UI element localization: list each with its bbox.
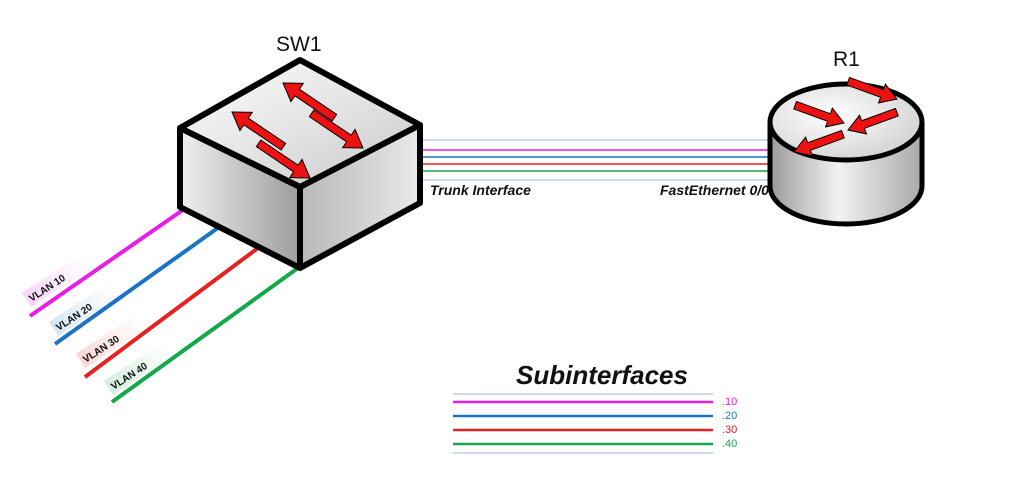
vlan-tag-background: [104, 341, 174, 396]
vlan-tag-40: VLAN 40: [104, 341, 174, 396]
switch-name-label: SW1: [276, 33, 322, 56]
legend-value-30: .30: [722, 424, 737, 436]
legend-value-20: .20: [722, 410, 737, 422]
router-name-label: R1: [833, 48, 860, 71]
vlan-tag-20: VLAN 20: [49, 282, 119, 337]
switch-arrow: [282, 82, 338, 122]
switch-arrow: [255, 139, 311, 179]
router-arrow: [793, 100, 845, 128]
vlan-20-link: [53, 223, 224, 346]
legend-title: Subinterfaces: [516, 360, 688, 390]
router-arrow: [847, 107, 899, 135]
vlan-40-link: [110, 266, 300, 404]
access-links: [28, 203, 300, 404]
router-arrow: [793, 129, 845, 157]
vlan-10-link: [28, 203, 192, 318]
layer2-switch-icon: [177, 57, 423, 271]
vlan-tag-background: [49, 282, 119, 337]
vlan-30-link: [83, 246, 260, 379]
vlan-tag-background: [22, 253, 92, 308]
router-r1[interactable]: [767, 72, 925, 227]
legend-value-40: .40: [722, 438, 737, 450]
trunk-link: [420, 139, 775, 181]
subinterfaces-legend: Subinterfaces .10 .20 .30 .40: [453, 360, 737, 454]
vlan-tag-background: [76, 314, 146, 369]
legend-value-10: .10: [722, 396, 737, 408]
router-icon: [767, 76, 925, 227]
switch-arrow: [308, 109, 364, 149]
switch-arrow: [231, 111, 287, 151]
router-arrow: [846, 76, 898, 104]
trunk-interface-label: Trunk Interface: [430, 182, 531, 198]
router-interface-label: FastEthernet 0/0: [660, 182, 769, 198]
switch-sw1[interactable]: [177, 57, 423, 271]
